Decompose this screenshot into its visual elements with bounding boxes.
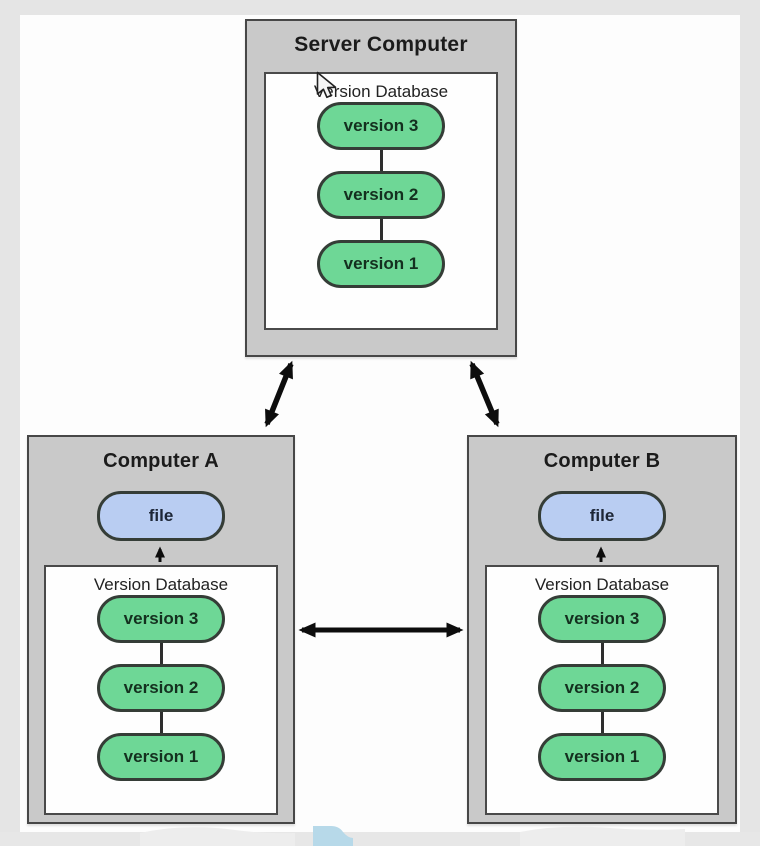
computer-a-version-database-label: Version Database [93,575,229,594]
version-connector-line [600,712,604,733]
computer-a-title: Computer A [103,450,219,472]
computer-a-version-1-pill: version 1 [97,733,225,781]
version-connector-line [600,643,604,664]
computer-b-title: Computer B [543,450,661,472]
server-version-database-box: Version Database version 3 version 2 ver… [264,72,498,330]
computer-b-version-3-pill: version 3 [538,595,666,643]
version-connector-line [159,712,163,733]
server-version-1-pill: version 1 [317,240,445,288]
computer-a-version-2-pill: version 2 [97,664,225,712]
computer-a-file-pill: file [97,491,225,541]
computer-b-version-1-pill: version 1 [538,733,666,781]
server-version-2-pill: version 2 [317,171,445,219]
version-connector-line [379,150,383,171]
server-computer-title: Server Computer [294,33,468,56]
computer-b-box: Computer B file Version Database version… [467,435,737,824]
server-computer-box: Server Computer Version Database version… [245,19,517,357]
computer-b-version-database-box: Version Database version 3 version 2 ver… [485,565,719,815]
bottom-strip [0,832,760,846]
version-connector-line [159,643,163,664]
computer-a-box: Computer A file Version Database version… [27,435,295,824]
computer-a-version-3-pill: version 3 [97,595,225,643]
computer-b-version-database-label: Version Database [534,575,670,594]
server-version-3-pill: version 3 [317,102,445,150]
computer-a-version-database-box: Version Database version 3 version 2 ver… [44,565,278,815]
computer-b-file-pill: file [538,491,666,541]
version-connector-line [379,219,383,240]
computer-b-version-2-pill: version 2 [538,664,666,712]
server-version-database-label: Version Database [313,82,449,101]
